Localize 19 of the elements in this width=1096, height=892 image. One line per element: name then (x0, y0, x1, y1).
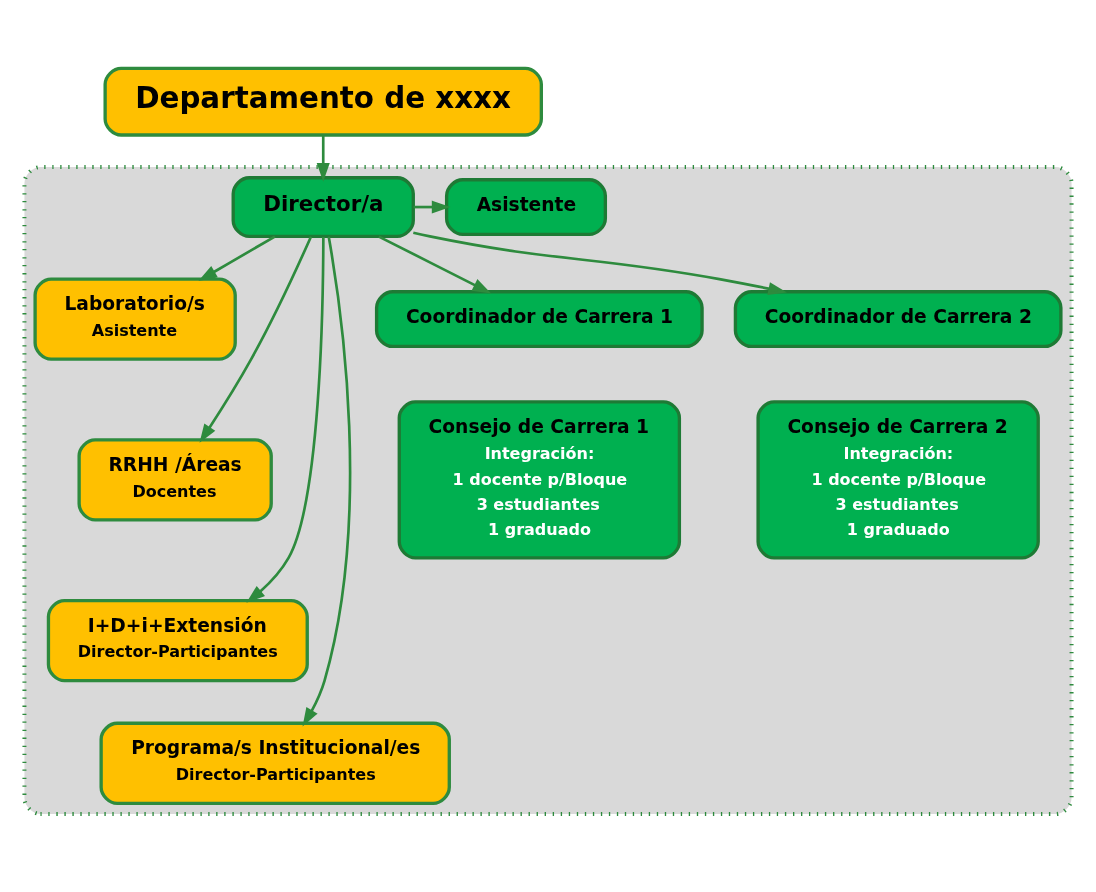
arrow (413, 200, 451, 214)
node-box: Consejo de Carrera 1 Integración: 1 docente p/Bloque 3 estudiantes 1 graduado (397, 399, 682, 560)
arrow (316, 135, 330, 182)
arrow (246, 236, 325, 603)
arrow (413, 231, 787, 295)
arrow (199, 235, 313, 443)
node-box: Departamento de xxxx (103, 66, 543, 137)
node-box: Programa/s Institucional/es Director-Participantes (99, 721, 451, 805)
arrow (378, 234, 492, 293)
node-box: Director/a (231, 175, 415, 238)
node-box: I+D+i+Extensión Director-Participantes (46, 598, 309, 682)
node-box: Coordinador de Carrera 2 (733, 289, 1063, 348)
node-box: Asistente (444, 177, 608, 236)
node-box: Laboratorio/s Asistente (33, 276, 237, 361)
node-box: Coordinador de Carrera 1 (374, 289, 704, 348)
node-box: Consejo de Carrera 2 Integración: 1 docente p/Bloque 3 estudiantes 1 graduado (756, 399, 1040, 560)
arrow (302, 236, 352, 726)
node-box: RRHH /Áreas Docentes (77, 437, 273, 522)
arrow (198, 234, 276, 281)
